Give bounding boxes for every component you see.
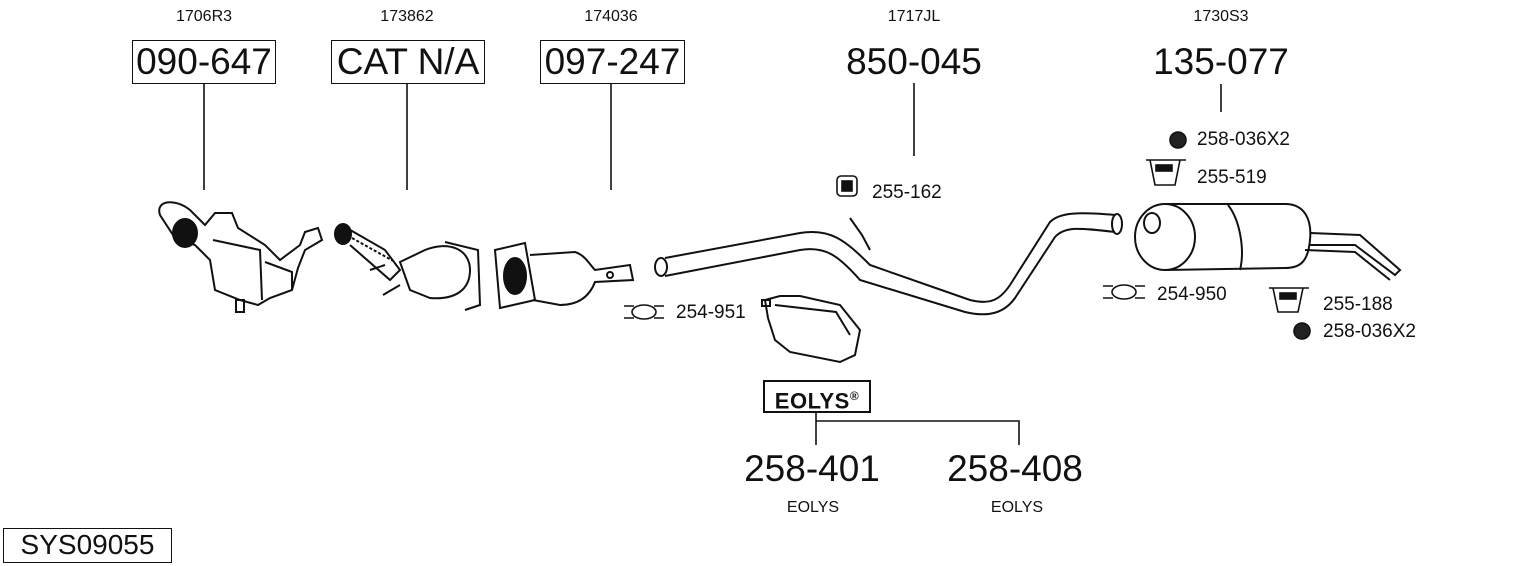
rear-muffler-drawing [1134, 203, 1402, 281]
eolys-caption: EOLYS [990, 499, 1044, 516]
part-number-135-077[interactable]: 135-077 [1153, 41, 1289, 82]
part-number-097-247[interactable]: 097-247 [540, 40, 685, 84]
eolys-logo-box: EOLYS® [763, 380, 871, 413]
system-id-box: SYS09055 [3, 528, 172, 563]
center-pipe-drawing [654, 212, 1123, 316]
oem-code: 1730S3 [1193, 8, 1249, 25]
clamp-254-951-icon [624, 304, 664, 320]
clamp-254-950-icon [1103, 284, 1145, 300]
accessory-label[interactable]: 254-951 [676, 302, 746, 323]
nut-icon [1169, 131, 1187, 149]
dpf-drawing [493, 241, 635, 310]
hanger-255-162-icon [836, 175, 858, 197]
manifold-catalyst-drawing [158, 201, 324, 313]
accessory-label[interactable]: 255-519 [1197, 167, 1267, 188]
oem-code: 173862 [380, 8, 434, 25]
accessory-label[interactable]: 258-036X2 [1197, 129, 1290, 150]
hanger-255-188-icon [1269, 287, 1309, 313]
part-number-cat-na[interactable]: CAT N/A [331, 40, 485, 84]
oem-code: 1706R3 [175, 8, 233, 25]
flex-pipe-catalyst-drawing [334, 223, 482, 311]
part-number-090-647[interactable]: 090-647 [132, 40, 276, 84]
eolys-tank-drawing [761, 295, 862, 364]
part-number-258-408[interactable]: 258-408 [947, 448, 1083, 489]
eolys-caption: EOLYS [786, 499, 840, 516]
nut-icon [1293, 322, 1311, 340]
accessory-label[interactable]: 255-188 [1323, 294, 1393, 315]
accessory-label[interactable]: 255-162 [872, 182, 942, 203]
leader-lines [203, 83, 1222, 445]
accessory-label[interactable]: 258-036X2 [1323, 321, 1416, 342]
oem-code: 1717JL [887, 8, 941, 25]
hanger-255-519-icon [1146, 159, 1186, 186]
registered-mark: ® [849, 389, 860, 403]
accessory-label[interactable]: 254-950 [1157, 284, 1227, 305]
part-number-258-401[interactable]: 258-401 [744, 448, 880, 489]
part-number-850-045[interactable]: 850-045 [846, 41, 982, 82]
eolys-logo-text: EOLYS [774, 388, 850, 414]
oem-code: 174036 [584, 8, 638, 25]
